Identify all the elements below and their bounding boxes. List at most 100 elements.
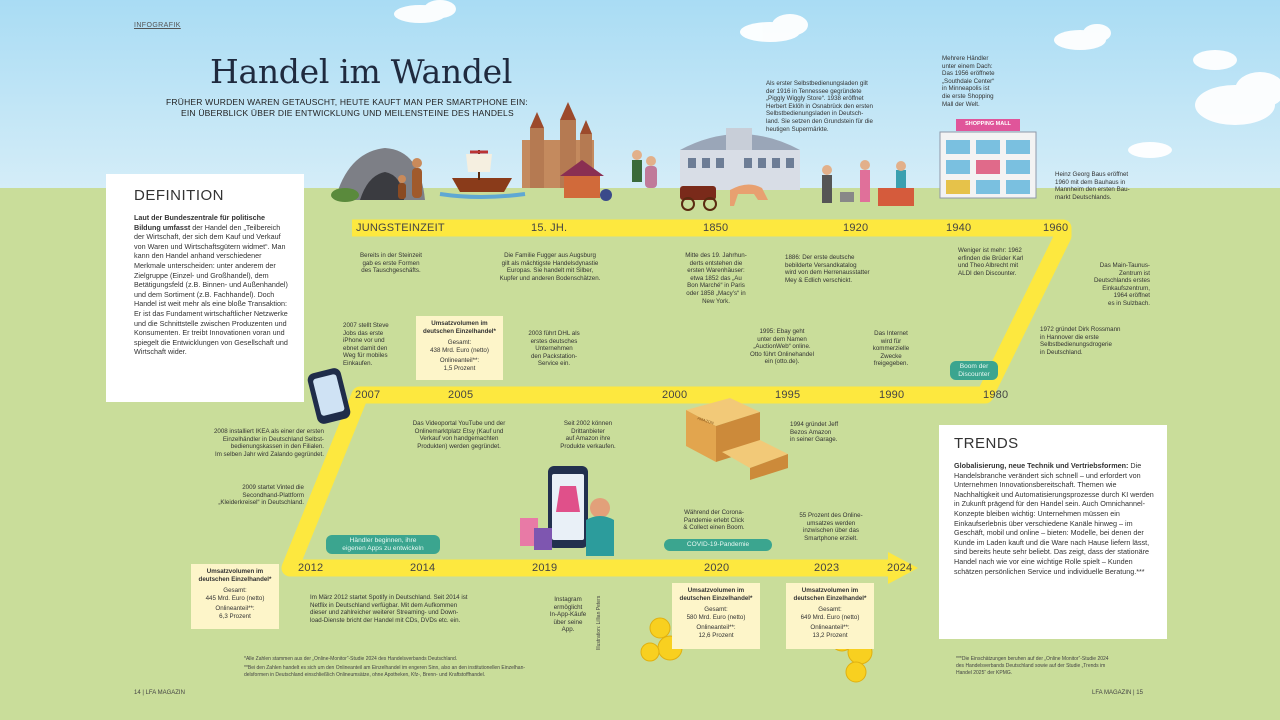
text-line: Umsatzvolumen im xyxy=(206,568,264,575)
text-line: über seine xyxy=(553,618,583,626)
text-line: 1972 gründet Dirk Rossmann xyxy=(1040,326,1121,333)
definition-text: Laut der Bundeszentrale für politische B… xyxy=(134,213,290,357)
text-line: Jobs das erste xyxy=(343,329,384,337)
text-line: Zwecke xyxy=(880,352,902,360)
mobile-shopping-illustration xyxy=(520,466,614,556)
text-line: Einkaufszentrum, xyxy=(1102,284,1150,292)
text-line: Netflix in Deutschland verfügbar. Mit de… xyxy=(310,601,458,609)
text-line: „Kleiderkreisel“ in Deutschland. xyxy=(218,499,304,507)
text-line: Instagram xyxy=(554,596,582,603)
text-line: Weniger ist mehr: 1962 xyxy=(958,247,1022,254)
stat-total: Gesamt:649 Mrd. Euro (netto) xyxy=(789,606,871,621)
trends-body: Die Handelsbranche verändert sich schnel… xyxy=(954,461,1154,576)
text-line: Europas. Sie handelt mit Silber, xyxy=(506,267,594,275)
text-line: wird von dem Herrenausstatter xyxy=(785,269,870,277)
text-line: ein (otto.de). xyxy=(764,358,800,366)
year-label: 2012 xyxy=(298,562,324,574)
text-line: Drittanbieter xyxy=(571,427,605,435)
trends-bold: Globalisierung, neue Technik und Vertrie… xyxy=(954,461,1129,470)
text-line: Mitte des 19. Jahrhun- xyxy=(685,252,747,259)
stat-total: Gesamt:445 Mrd. Euro (netto) xyxy=(194,587,276,602)
note-spotify: Im März 2012 startet Spotify in Deutschl… xyxy=(310,594,510,624)
year-label: 15. JH. xyxy=(531,222,568,234)
footnote-3b: des Handelsverbands Deutschland sowie au… xyxy=(956,663,1106,669)
clouds xyxy=(394,0,1280,158)
text-line: Das Internet xyxy=(874,330,908,337)
smartphone-illustration xyxy=(307,368,351,424)
text-line: iPhone vor und xyxy=(343,337,385,345)
text-line: Seit 2002 können xyxy=(563,420,613,427)
text-line: Discounter xyxy=(958,370,990,378)
text-line: App. xyxy=(561,626,575,634)
year-label: 1990 xyxy=(879,389,905,401)
text-line: 12,6 Prozent xyxy=(698,631,734,639)
merchant-people xyxy=(632,150,657,188)
footnote-2a: **Bei den Zahlen handelt es sich um den … xyxy=(244,665,526,671)
text-line: eigenen Apps zu entwickeln xyxy=(342,544,424,552)
text-line: ALDI den Discounter. xyxy=(958,269,1017,277)
text-line: „Southdale Center“ xyxy=(942,77,995,85)
text-line: Onlinemarktplatz Etsy (Kauf und xyxy=(414,427,504,435)
text-line: die erste Shopping xyxy=(942,92,994,100)
text-line: kommerzielle xyxy=(872,345,910,353)
text-line: Selbstbedienungsdrogerie xyxy=(1040,341,1112,349)
text-line: unter dem Namen xyxy=(757,335,807,343)
text-line: & Collect einen Boom. xyxy=(683,524,745,532)
year-label: 1995 xyxy=(775,389,801,401)
text-line: inzwischen über das xyxy=(802,527,860,535)
text-line: 1960 mit dem Bauhaus in xyxy=(1055,178,1126,186)
text-line: Einkaufen. xyxy=(343,359,373,367)
text-line: 55 Prozent des Online- xyxy=(799,512,863,519)
text-line: der 1916 in Tennessee gegründete xyxy=(766,87,862,95)
text-line: bebilderte Versandkatalog xyxy=(785,261,857,269)
timeline-row-1 xyxy=(281,219,1072,577)
1920-people xyxy=(822,160,870,203)
text-line: gilt als mächtigste Handelsdynastie xyxy=(501,259,599,267)
page-title: Handel im Wandel xyxy=(210,52,513,91)
text-line: 13,2 Prozent xyxy=(812,631,848,639)
page-number-left: 14 | LFA MAGAZIN xyxy=(134,690,185,696)
text-line: und Theo Albrecht mit xyxy=(958,262,1019,270)
text-line: Service ein. xyxy=(537,360,571,368)
text-line: Onlineanteil**: xyxy=(439,357,480,365)
note-ikea: 2008 installiert IKEA als einer der erst… xyxy=(168,428,324,458)
text-line: in Hannover die erste xyxy=(1040,333,1099,341)
timeline-arrowhead xyxy=(888,552,918,584)
text-line: In-App-Käufe xyxy=(549,611,587,619)
definition-bold: Laut der Bundeszentrale für politische B… xyxy=(134,213,265,232)
text-line: Selbstbedienungsladen in Deutsch- xyxy=(766,110,864,118)
carriage-illustration xyxy=(680,184,768,211)
year-label: 2024 xyxy=(887,562,913,574)
year-label: 1960 xyxy=(1043,222,1069,234)
text-line: Bon Marché“ in Paris xyxy=(687,282,745,290)
year-label: 2005 xyxy=(448,389,474,401)
year-label: 1850 xyxy=(703,222,729,234)
footnote-3a: ***Die Einschätzungen beruhen auf der „O… xyxy=(956,656,1109,662)
text-line: des Tauschgeschäfts. xyxy=(361,267,421,275)
text-line: unter einem Dach: xyxy=(942,62,993,70)
definition-body: der Handel den „Teilbereich der Wirtscha… xyxy=(134,222,288,357)
text-line: COVID-19-Pandemie xyxy=(686,541,750,548)
year-label: 2007 xyxy=(355,389,381,401)
text-line: Gesamt: xyxy=(447,339,472,347)
year-label: 2020 xyxy=(704,562,730,574)
text-line: ermöglicht xyxy=(553,603,583,611)
text-line: freigegeben. xyxy=(873,360,909,368)
text-line: Verkauf von handgemachten xyxy=(419,435,499,443)
text-line: deutschen Einzelhandel* xyxy=(793,594,867,602)
text-line: 6,3 Prozent xyxy=(219,612,251,620)
text-line: Die Familie Fugger aus Augsburg xyxy=(504,252,596,259)
text-line: New York. xyxy=(702,297,730,305)
